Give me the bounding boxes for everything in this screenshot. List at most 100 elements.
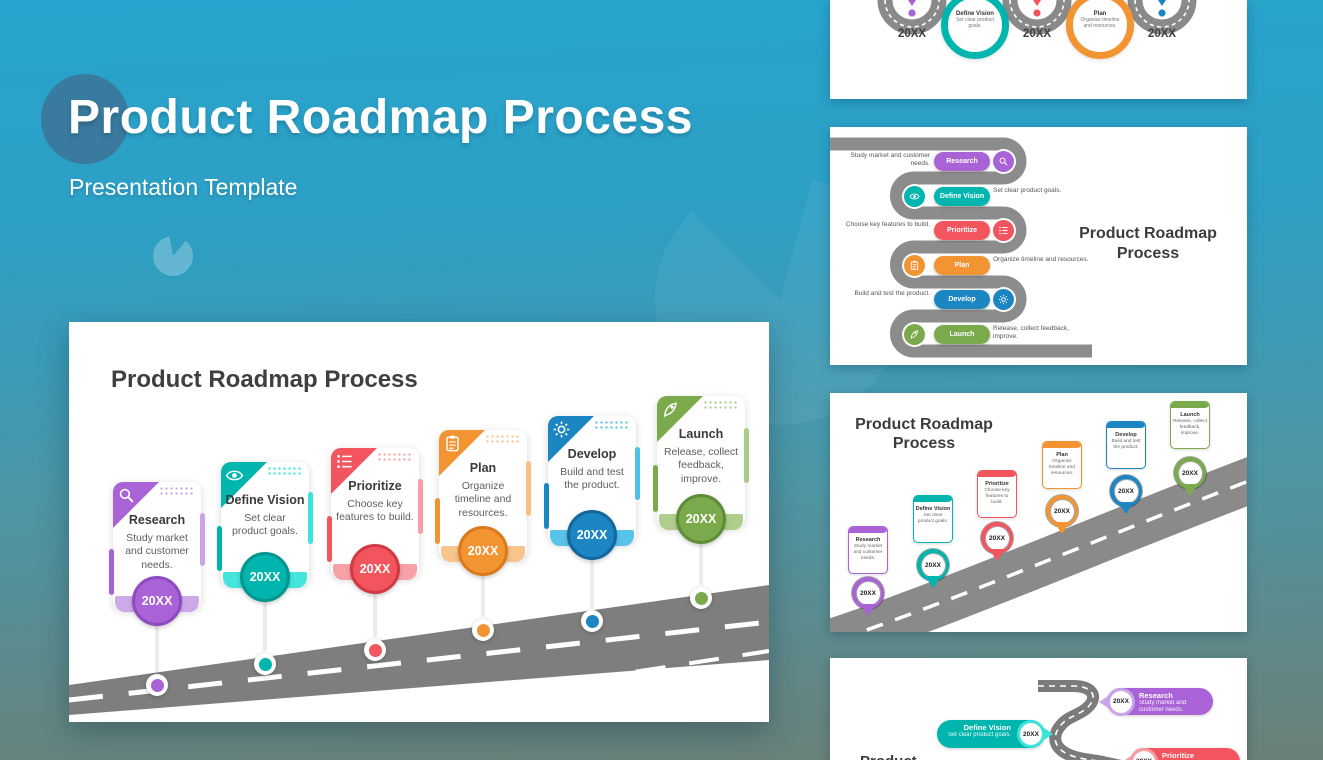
clipboard-icon [903, 254, 925, 276]
connector-line [699, 540, 703, 585]
milestone-desc: Organize timeline and resources. [1049, 459, 1075, 477]
year-label: 20XX [855, 580, 881, 606]
list-icon [335, 452, 354, 471]
year-label: 20XX [1177, 460, 1203, 486]
milestone-desc: Study market and customer needs. [850, 152, 930, 168]
milestone-title: Define Vision [225, 493, 305, 507]
accent-bar-right [635, 446, 640, 501]
road-dot-core [694, 591, 708, 605]
year-pin: 20XX [1046, 495, 1078, 527]
milestone-title: Plan [1056, 452, 1068, 458]
milestone-desc: Study market and customer needs. [125, 531, 189, 572]
year-circle: 20XX [1133, 750, 1155, 760]
eye-icon [903, 185, 925, 207]
accent-bar-left [435, 497, 440, 545]
milestone-title: Develop [1115, 432, 1137, 438]
dot-pattern [159, 486, 195, 497]
road-dot-core [258, 657, 272, 671]
accent-bar-right [200, 512, 205, 567]
accent-bar-right [526, 461, 531, 516]
rocket-icon [903, 323, 925, 345]
milestone-title: Research [855, 537, 881, 543]
milestone-desc: Choose key features to build. [845, 221, 930, 228]
year-pin: 20XX [1110, 475, 1142, 507]
connector-line [263, 598, 267, 651]
loop-road-graphic [830, 0, 1247, 99]
card-flag [914, 496, 952, 502]
year-badge: 20XX [458, 526, 508, 576]
card-flag [1107, 422, 1145, 428]
milestone-desc: Choose key features to build. [984, 488, 1010, 506]
rocket-icon [661, 400, 680, 419]
milestone-title: Plan [1093, 11, 1107, 17]
accent-bar-right [744, 427, 749, 484]
search-icon [992, 150, 1014, 172]
milestone-desc: Set clear product goals. [947, 732, 1011, 738]
uphill-road-graphic [830, 457, 1247, 632]
milestone-pill: Define Vision [934, 186, 990, 206]
milestone-desc: Set clear product goals. [232, 511, 298, 538]
accent-bar-left [327, 515, 332, 563]
accent-bar-right [308, 491, 313, 544]
milestone-title: Research [1139, 691, 1173, 700]
connector-line [155, 622, 159, 672]
year-pin: 20XX [852, 577, 884, 609]
year-label: 20XX [897, 28, 927, 40]
thumbnail-title: Product Roadmap Process [855, 416, 993, 453]
milestone-pill: Prioritize [934, 220, 990, 240]
milestone-desc: Build and test the product. [854, 290, 930, 297]
winding-road-graphic [1038, 680, 1122, 760]
accent-bar-left [217, 526, 222, 572]
road-dot [364, 639, 386, 661]
card-flag [849, 527, 887, 533]
year-badge: 20XX [240, 552, 290, 602]
milestone-title: Define Vision [963, 723, 1011, 732]
milestone-title: Plan [469, 461, 497, 475]
milestone-desc: Organize timeline and resources. [993, 256, 1089, 263]
year-label: 20XX [1022, 28, 1052, 40]
eye-icon [225, 466, 244, 485]
connector-line [373, 590, 377, 637]
connector-line [590, 556, 594, 608]
milestone-desc: Set clear product goals. [956, 17, 994, 30]
milestone-desc: Set clear product goals. [993, 187, 1062, 194]
milestone-pill: Research [934, 151, 990, 171]
clipboard-icon [443, 434, 462, 453]
thumbnail-title: Product Roadmap Process [1079, 225, 1217, 262]
milestone-title: Research [128, 513, 186, 527]
milestone-desc: Study market and customer needs. [1139, 700, 1187, 714]
road-dot-core [476, 623, 490, 637]
dot-pattern [485, 434, 521, 445]
road-dot [690, 587, 712, 609]
slide-title: Product Roadmap Process [111, 366, 418, 393]
pie-chart-watermark [153, 236, 193, 276]
road-dot [472, 619, 494, 641]
road-dot-core [368, 643, 382, 657]
year-label: 20XX [1113, 478, 1139, 504]
year-badge: 20XX [350, 544, 400, 594]
milestone-title: Launch [678, 427, 724, 441]
milestone-pill: Develop [934, 289, 990, 309]
dot-pattern [703, 400, 739, 411]
card-flag [978, 471, 1016, 477]
year-label: 20XX [1049, 498, 1075, 524]
search-icon [117, 486, 136, 505]
